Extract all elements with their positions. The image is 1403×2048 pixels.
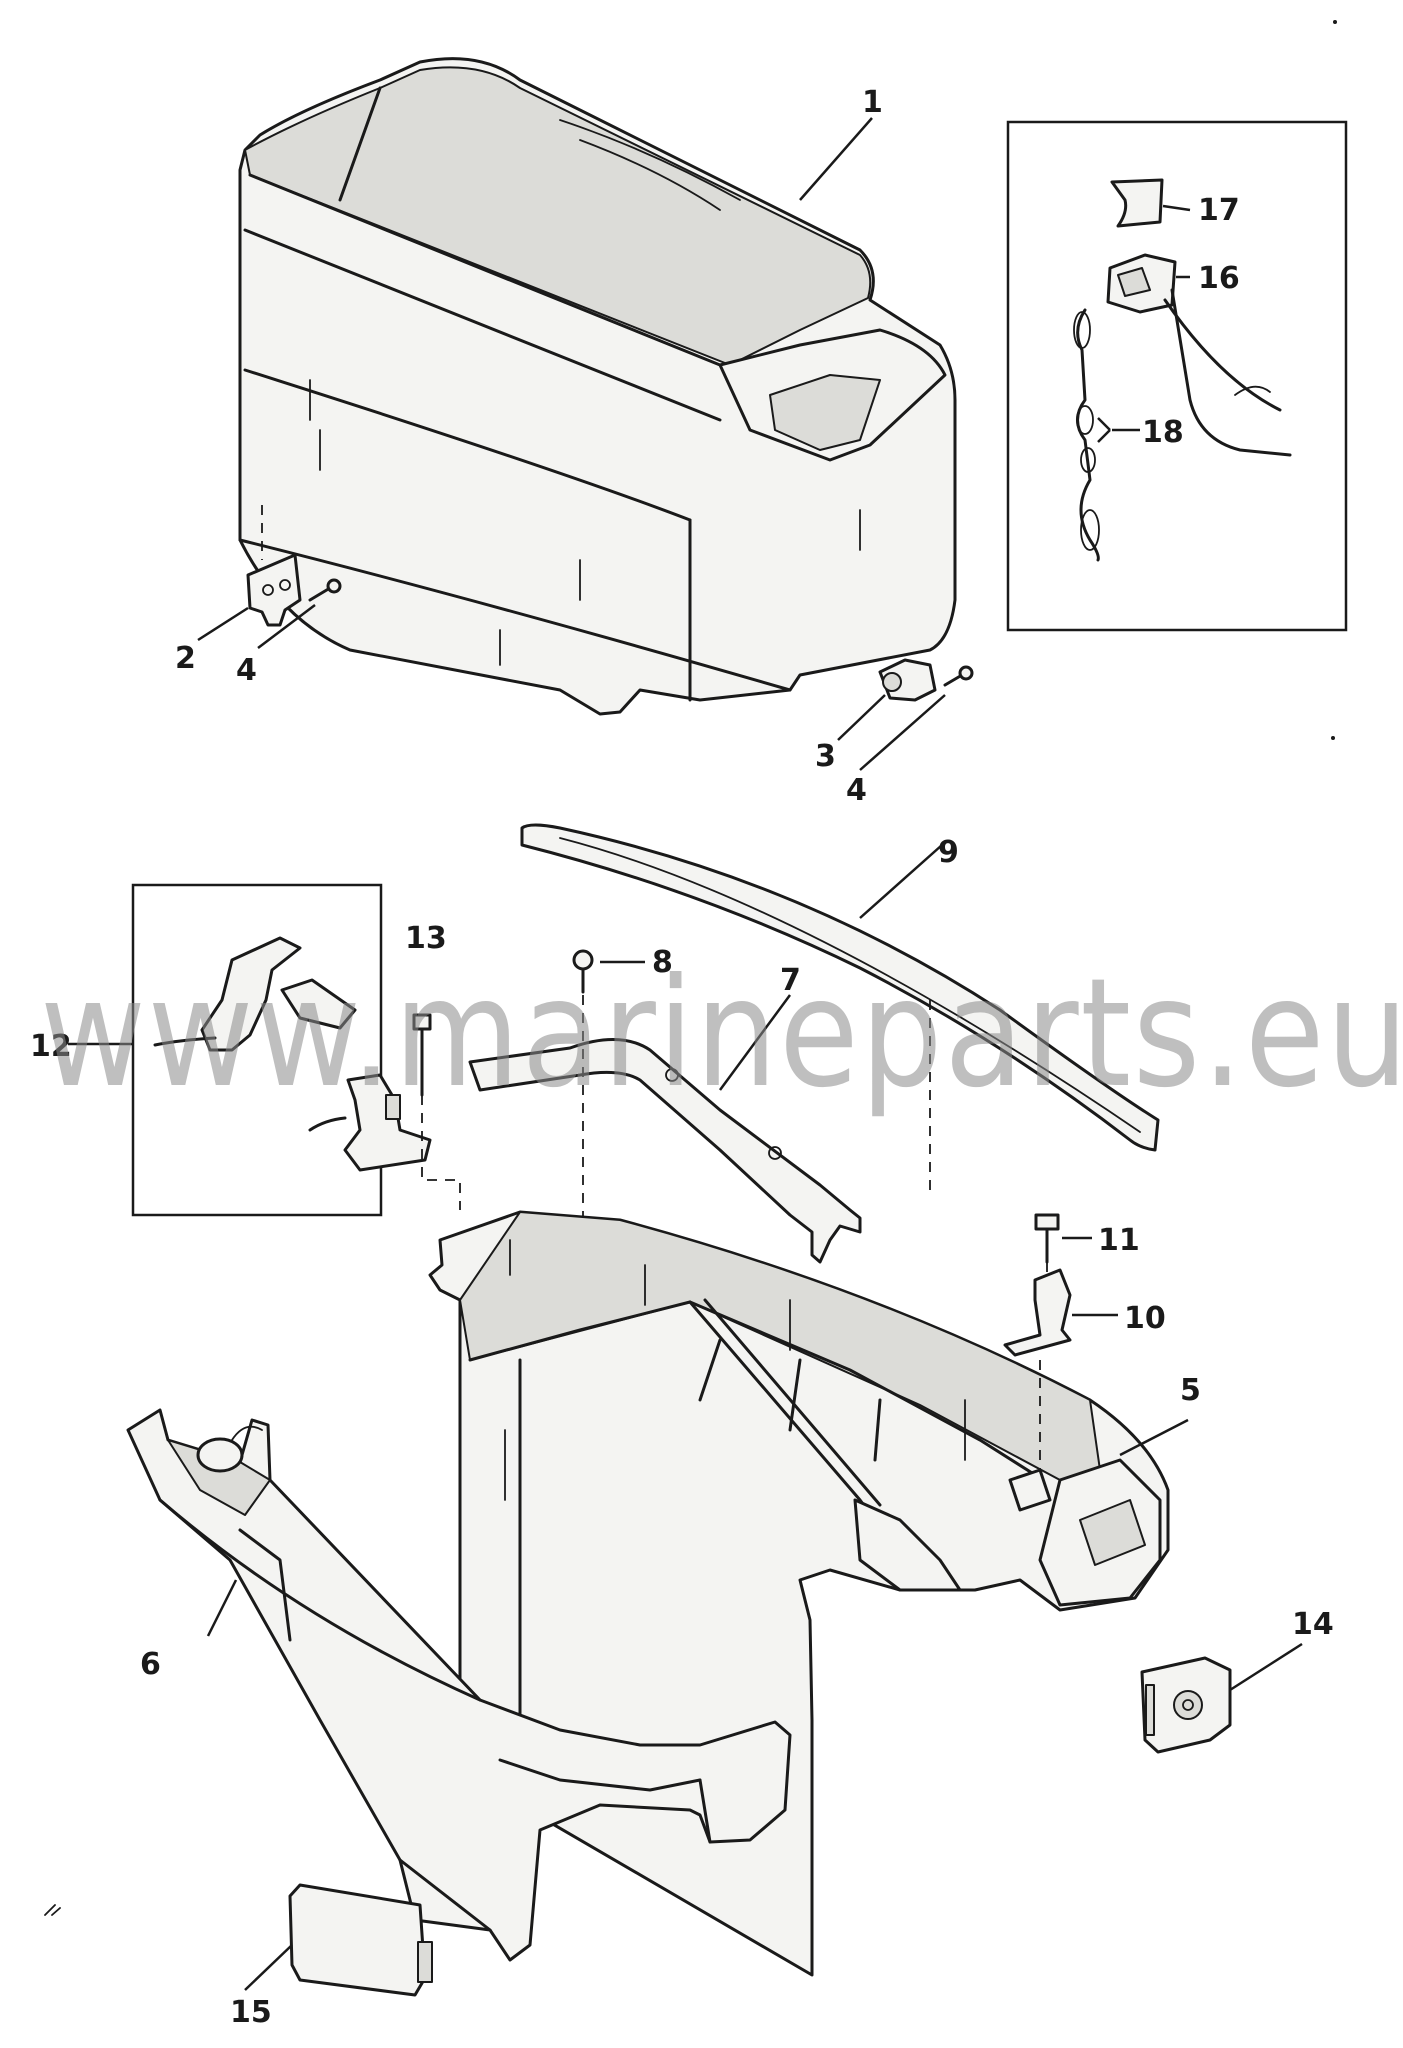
callout-10: 10 [1124,1301,1166,1336]
callout-8: 8 [652,945,673,980]
latch-bracket-part-2 [246,553,302,627]
callout-6: 6 [140,1647,161,1682]
callout-16: 16 [1198,261,1240,296]
watermark-text: www.marineparts.eu [40,947,1403,1121]
callout-2: 2 [175,641,196,676]
seal-strip-part-9 [520,823,1160,1152]
callout-1: 1 [862,85,883,120]
stray-dot [1331,736,1335,740]
callout-9: 9 [938,835,959,870]
latch-plate-part-14 [1140,1656,1232,1754]
top-cowl-part-1 [238,57,957,716]
switch-part-16 [1106,253,1292,457]
screw-part-4-upper [308,578,342,602]
leader-lines [68,117,1303,1991]
callout-18: 18 [1142,415,1184,450]
callout-labels: 1 17 16 18 2 4 3 4 9 13 8 7 12 11 10 5 1… [30,85,1334,2030]
latch-assembly-part-12 [153,936,432,1172]
callout-13: 13 [405,921,447,956]
clip-part-17 [1110,178,1164,228]
callout-17: 17 [1198,193,1240,228]
screw-part-4-lower [943,665,974,687]
inset-box-latch [131,883,383,1217]
callout-4-lower: 4 [846,773,867,808]
callout-14: 14 [1292,1607,1334,1642]
assembly-line [421,1095,461,1210]
inset-box-switch [1006,120,1348,632]
latch-part-3 [878,658,937,702]
callout-15: 15 [230,1995,272,2030]
stray-dot [1333,20,1337,24]
bolt-part-11 [1034,1213,1060,1264]
lower-cowl-front-part-6 [126,1408,792,1962]
callout-4-upper: 4 [236,653,257,688]
callout-7: 7 [780,963,801,998]
callout-5: 5 [1180,1373,1201,1408]
lanyard-part-18 [1073,308,1100,562]
callout-3: 3 [815,739,836,774]
callout-11: 11 [1098,1223,1140,1258]
stray-mark [44,1904,61,1916]
callout-12: 12 [30,1029,72,1064]
cover-plate-part-15 [288,1883,433,1997]
screw-part-8 [572,949,594,994]
brace-part-7 [468,1038,862,1264]
bracket-part-10 [1003,1268,1072,1357]
bolt-part-13 [412,1013,432,1097]
